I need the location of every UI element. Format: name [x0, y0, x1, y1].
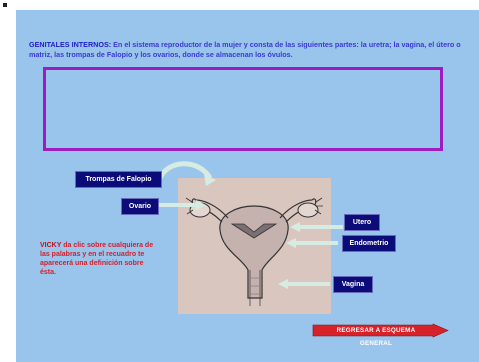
label-ovario[interactable]: Ovario — [121, 198, 159, 215]
return-to-general-diagram-button[interactable]: REGRESAR A ESQUEMA GENERAL — [313, 324, 448, 337]
return-button-label: REGRESAR A ESQUEMA GENERAL — [320, 324, 432, 350]
label-vagina[interactable]: Vagina — [333, 276, 373, 293]
label-endometrio[interactable]: Endometrio — [342, 235, 396, 252]
vicky-name: VICKY — [40, 242, 61, 249]
label-trompas-de-falopio[interactable]: Trompas de Falopio — [75, 171, 162, 188]
label-utero[interactable]: Utero — [344, 214, 380, 231]
vicky-instructions: VICKY da clic sobre cualquiera de las pa… — [40, 241, 158, 277]
